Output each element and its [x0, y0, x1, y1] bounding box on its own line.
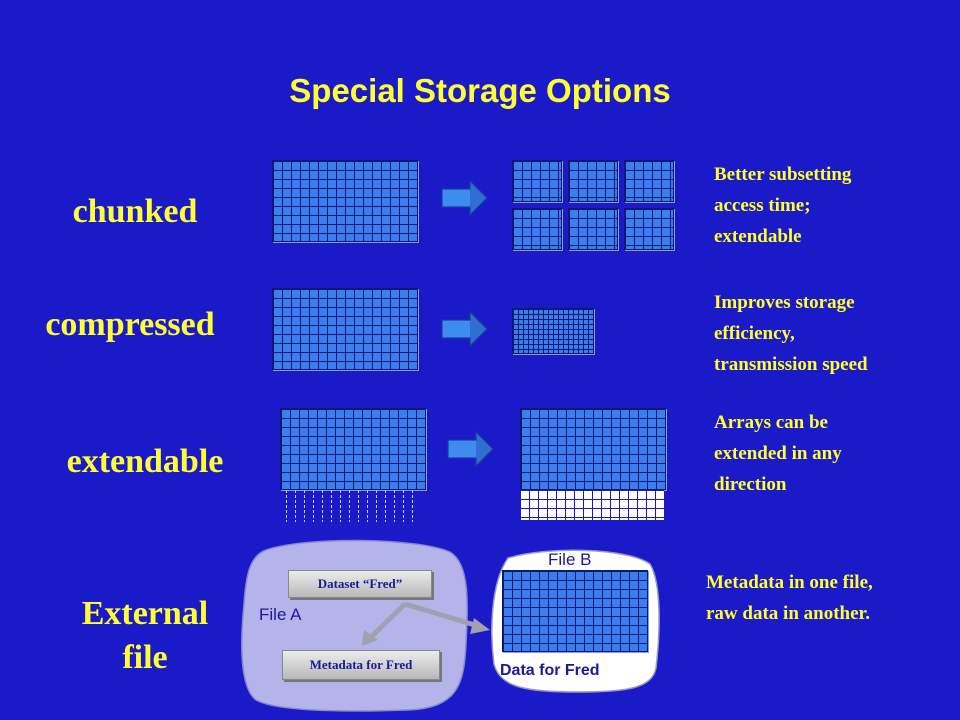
chunk-tile — [568, 208, 618, 250]
chunk-tile — [568, 160, 618, 202]
compressed-arrow-icon — [441, 310, 488, 348]
extendable-result-grid — [520, 408, 666, 490]
metadata-for-fred-box: Metadata for Fred — [282, 650, 440, 680]
file-b-label: File B — [548, 550, 592, 569]
fred-data-grid — [502, 570, 648, 652]
compressed-result-grid — [512, 308, 594, 354]
compressed-source-grid — [272, 288, 418, 370]
chunk-tile — [512, 208, 562, 250]
extendable-arrow-icon — [447, 430, 494, 468]
chunk-tile — [624, 160, 674, 202]
page-title: Special Storage Options — [289, 72, 671, 109]
compressed-description: Improves storage efficiency, transmissio… — [714, 292, 868, 375]
chunked-description: Better subsetting access time; extendabl… — [714, 164, 852, 247]
data-arrow-head-icon — [470, 618, 490, 634]
metadata-arrow-head-icon — [362, 630, 378, 646]
row-label-external-line2: file — [122, 639, 168, 676]
extended-region-grid — [520, 490, 664, 520]
chunked-source-grid — [272, 160, 418, 242]
chunk-tile — [624, 208, 674, 250]
extendable-source-grid — [280, 408, 426, 490]
link-arrows — [362, 601, 490, 646]
row-label-external-line1: External — [81, 595, 209, 632]
row-label-extendable: extendable — [66, 443, 224, 480]
external-description: Metadata in one file, raw data in anothe… — [706, 572, 873, 624]
chunked-arrow-icon — [441, 179, 488, 217]
extendable-description: Arrays can be extended in any direction — [714, 412, 842, 495]
chunk-tile — [512, 160, 562, 202]
row-label-external-file: External file — [60, 592, 230, 680]
extension-dashed-lines — [286, 490, 420, 522]
row-label-compressed: compressed — [45, 306, 215, 343]
dataset-fred-box: Dataset “Fred” — [288, 570, 432, 598]
data-for-fred-label: Data for Fred — [500, 662, 600, 679]
file-a-label: File A — [259, 605, 302, 624]
row-label-chunked: chunked — [72, 193, 198, 230]
